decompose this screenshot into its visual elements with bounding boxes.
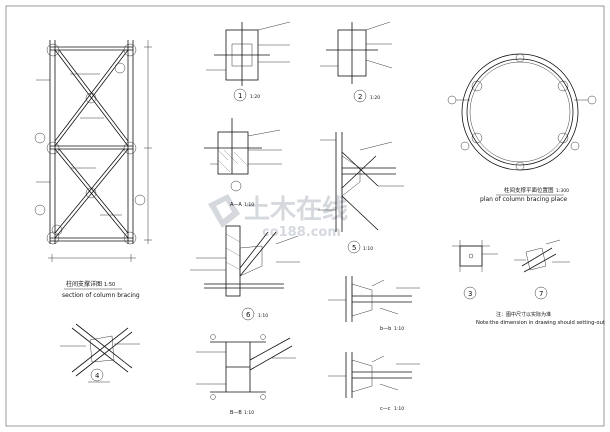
svg-text:5: 5 [352,244,356,252]
section-b-b: B—B 1:10 [196,334,296,416]
section-bb-scale: 1:10 [394,326,404,332]
detail-5-callout [347,240,361,254]
section-c-c-label: c—c [380,406,391,412]
detail-5: 5 1:10 [318,132,404,254]
plan-title-cn: 柱间支撑平面位置图 [504,186,554,194]
section-bb-label: b—b [380,326,391,332]
svg-text:3: 3 [468,290,472,298]
section-a-a-label: A—A [230,202,242,208]
detail-6: 6 1:10 [190,225,300,321]
detail-4-callout [90,368,104,382]
note-cn: 注：图中尺寸以实际为准 [496,311,551,318]
plan-title-en: plan of column bracing place [480,196,567,203]
note-en: Note:the dimension in drawing should set… [476,320,605,326]
detail-5-scale: 1:10 [363,246,373,252]
section-b-b-scale: 1:10 [244,410,254,416]
detail-7-callout [534,286,548,300]
svg-text:6: 6 [246,311,251,319]
section-a-a-scale: 1:10 [244,202,254,208]
detail-3-callout [463,286,477,300]
section-a-a: A—A 1:10 [204,118,282,208]
detail-3: 3 [452,240,498,300]
detail-4: 4 [60,323,140,383]
detail-1: 1 1:20 [206,21,291,102]
detail-2-callout [353,89,367,103]
section-b-b-label: B—B [230,410,242,416]
svg-text:4: 4 [95,372,100,380]
watermark: 土木在线 co188.com [208,194,348,240]
detail-1-scale: 1:20 [250,94,260,100]
section-c-c: c—c 1:10 [328,352,420,412]
detail-2: 2 1:20 [320,21,393,103]
note: 注：图中尺寸以实际为准 Note:the dimension in drawin… [476,311,605,326]
detail-2-scale: 1:20 [370,95,380,101]
detail-7: 7 [514,239,570,300]
watermark-logo-icon-inner [216,201,232,219]
detail-6-scale: 1:10 [258,313,268,319]
bracing-section-title-en: section of column bracing [62,292,140,299]
svg-text:2: 2 [358,93,362,101]
detail-6-callout [241,307,255,321]
detail-1-callout [233,88,247,102]
column-bracing-elevation: 柱间支撑详图 1:50 section of column bracing [34,40,152,299]
bracing-plan: 柱间支撑平面位置图 1:300 plan of column bracing p… [447,53,597,203]
section-c-c-scale: 1:10 [394,406,404,412]
svg-text:1: 1 [238,92,242,100]
plan-scale: 1:300 [556,188,569,194]
bracing-section-title-cn: 柱间支撑详图 [66,280,102,288]
svg-text:7: 7 [539,290,543,298]
section-b-b-lower: b—b 1:10 [328,276,420,332]
bracing-section-scale: 1:50 [104,282,115,288]
watermark-sub: co188.com [262,225,341,240]
sheet-border [5,5,605,427]
